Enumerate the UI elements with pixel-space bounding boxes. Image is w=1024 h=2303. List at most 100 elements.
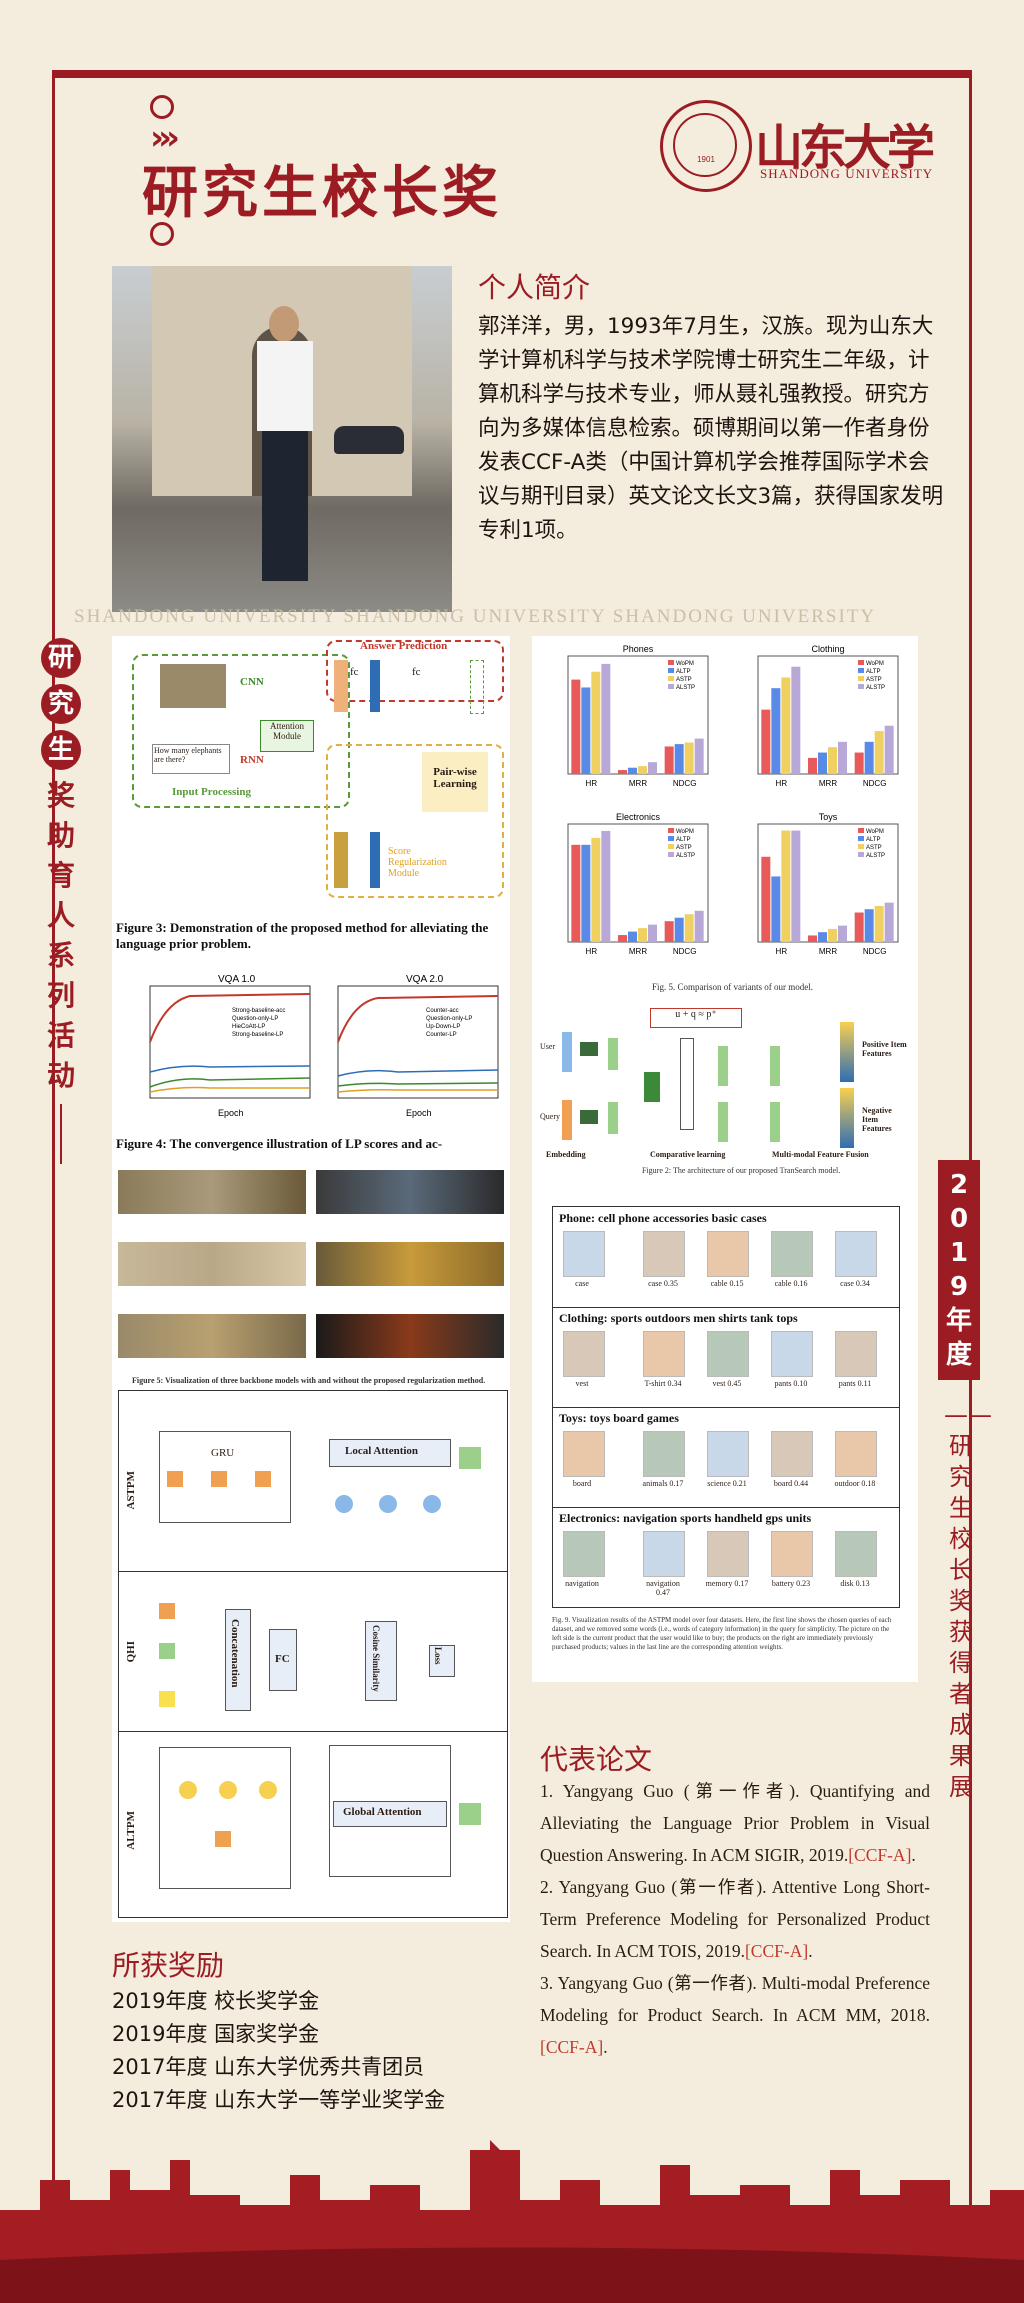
- bar: [628, 767, 637, 774]
- legend-item: Question-only-LP: [232, 1016, 278, 1022]
- legend-item: ALTP: [676, 837, 691, 843]
- bar: [818, 932, 827, 942]
- bar: [828, 928, 837, 942]
- legend-item: ALTP: [866, 669, 881, 675]
- product-row-title: Electronics: navigation sports handheld …: [559, 1511, 812, 1525]
- legend-item: ASTP: [676, 677, 692, 683]
- x-tick-label: MRR: [819, 779, 837, 788]
- legend-item: ALTP: [676, 669, 691, 675]
- legend-item: ALSTP: [676, 853, 695, 859]
- legend-item: WoPM: [866, 661, 884, 667]
- purchased-product-image: [643, 1331, 685, 1377]
- university-name-cn: 山东大学: [755, 120, 935, 176]
- awards-list: 2019年度 校长奖学金 2019年度 国家奖学金 2017年度 山东大学优秀共…: [112, 1985, 445, 2117]
- model-architecture-diagram: ASTPM QHI ALTPM GRU Local Attention Conc…: [118, 1390, 508, 1918]
- convergence-charts: VQA 1.0 VQA 2.0 Epoch Epoch Strong-basel…: [149, 974, 499, 1118]
- bar: [864, 741, 874, 774]
- current-product-image: [563, 1231, 605, 1277]
- bar: [628, 931, 637, 942]
- chart-title-vqa2: VQA 2.0: [406, 974, 444, 985]
- current-product-label: navigation: [565, 1579, 599, 1588]
- legend-item: ALTP: [866, 837, 881, 843]
- bar: [808, 935, 817, 942]
- bar: [808, 757, 817, 774]
- bar-chart-title: Toys: [819, 812, 838, 822]
- bar: [854, 912, 864, 942]
- bar: [864, 909, 874, 942]
- bar: [761, 709, 771, 774]
- attention-weight-label: case 0.35: [648, 1279, 678, 1288]
- bar: [591, 837, 601, 942]
- bar: [674, 917, 684, 942]
- purchased-product-image: [835, 1231, 877, 1277]
- input-processing-box: [132, 654, 350, 808]
- legend-item: ASTP: [866, 845, 882, 851]
- bar: [854, 752, 864, 774]
- bio-heading: 个人简介: [478, 271, 591, 304]
- current-product-image: [563, 1531, 605, 1577]
- bar: [884, 902, 894, 942]
- transearch-architecture: u + q ≈ p⁺ User Query Positive Item Feat…: [540, 1008, 907, 1159]
- product-row-title: Clothing: sports outdoors men shirts tan…: [559, 1311, 798, 1325]
- attention-weight-label: vest 0.45: [712, 1379, 742, 1388]
- circle-icon: [150, 222, 174, 246]
- purchased-product-image: [643, 1231, 685, 1277]
- x-tick-label: MRR: [629, 779, 647, 788]
- x-tick-label: NDCG: [673, 779, 697, 788]
- attention-weight-label: cable 0.15: [710, 1279, 744, 1288]
- attention-weight-label: pants 0.10: [774, 1379, 808, 1388]
- bar: [874, 905, 884, 942]
- product-row-title: Toys: toys board games: [559, 1411, 679, 1425]
- frame-top-bar: [52, 70, 972, 78]
- watermark-text: SHANDONG UNIVERSITY SHANDONG UNIVERSITY …: [74, 606, 877, 627]
- bar: [618, 935, 627, 942]
- legend-item: ALSTP: [866, 853, 885, 859]
- circle-icon: [150, 95, 174, 119]
- x-tick-label: NDCG: [673, 947, 697, 956]
- legend-item: ASTP: [866, 677, 882, 683]
- x-tick-label: MRR: [819, 947, 837, 956]
- purchased-product-image: [835, 1331, 877, 1377]
- x-axis-label: Epoch: [218, 1108, 244, 1118]
- bar: [838, 925, 847, 942]
- bar: [601, 830, 611, 942]
- bar: [571, 679, 581, 774]
- legend-item: Strong-baseline-acc: [232, 1008, 285, 1014]
- chart-title-vqa1: VQA 1.0: [218, 974, 256, 985]
- purchased-product-image: [835, 1531, 877, 1577]
- elephant-image: [160, 664, 226, 708]
- bar-chart-title: Electronics: [616, 812, 661, 822]
- attention-weight-label: navigation 0.47: [646, 1579, 680, 1597]
- bar: [648, 762, 657, 774]
- legend-item: WoPM: [676, 829, 694, 835]
- bar: [601, 663, 611, 774]
- purchased-product-image: [643, 1431, 685, 1477]
- x-tick-label: HR: [586, 947, 598, 956]
- left-figure-panel: Input Processing CNN RNN Attention Modul…: [112, 636, 510, 1922]
- purchased-product-image: [707, 1231, 749, 1277]
- bar: [638, 928, 647, 942]
- campus-skyline-illustration: [0, 2140, 1024, 2303]
- x-tick-label: HR: [776, 947, 788, 956]
- bar: [791, 666, 801, 774]
- legend-item: Counter-acc: [426, 1008, 459, 1014]
- legend-item: Strong-baseline-LP: [232, 1032, 283, 1038]
- bar: [581, 687, 591, 774]
- bar: [828, 747, 837, 774]
- bar: [684, 742, 694, 774]
- bar: [884, 725, 894, 774]
- attention-weight-label: battery 0.23: [771, 1579, 811, 1588]
- bar: [874, 731, 884, 774]
- attention-weight-label: cable 0.16: [774, 1279, 808, 1288]
- legend-item: ASTP: [676, 845, 692, 851]
- award-item: 2019年度 国家奖学金: [112, 2022, 320, 2046]
- papers-heading: 代表论文: [540, 1743, 653, 1776]
- purchased-product-image: [771, 1531, 813, 1577]
- current-product-image: [563, 1331, 605, 1377]
- bar: [618, 770, 627, 774]
- bar: [674, 744, 684, 774]
- attention-weight-label: science 0.21: [707, 1479, 747, 1488]
